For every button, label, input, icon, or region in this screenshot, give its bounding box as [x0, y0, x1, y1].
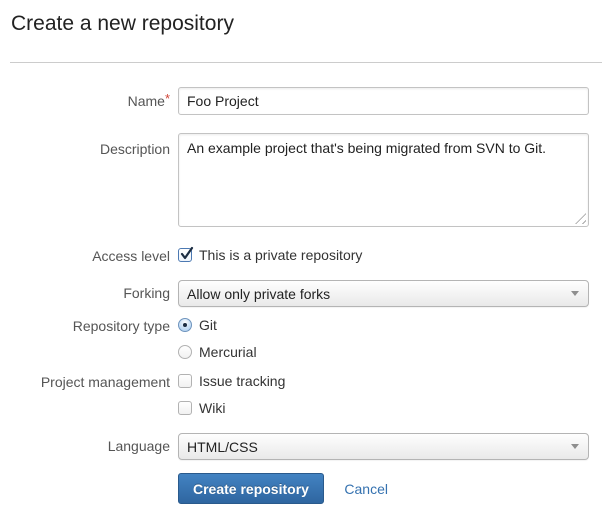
- name-input[interactable]: [178, 87, 589, 115]
- radio-dot: [183, 323, 187, 327]
- language-select[interactable]: HTML/CSS: [178, 433, 589, 460]
- name-row: Name*: [10, 87, 602, 115]
- divider: [10, 62, 602, 63]
- wiki-option[interactable]: Wiki: [178, 399, 589, 417]
- create-repository-button[interactable]: Create repository: [178, 473, 324, 504]
- mercurial-radio[interactable]: [178, 345, 192, 359]
- description-row: Description An example project that's be…: [10, 133, 602, 227]
- git-radio-label: Git: [199, 317, 217, 333]
- forking-label: Forking: [123, 285, 170, 301]
- create-repository-page: Create a new repository Name* Descriptio…: [0, 13, 612, 505]
- project-management-row: Project management Issue tracking: [10, 372, 602, 391]
- required-asterisk: *: [164, 91, 170, 106]
- private-repository-option[interactable]: This is a private repository: [178, 246, 589, 264]
- forking-select-wrap: Allow only private forks: [178, 280, 589, 307]
- description-label: Description: [99, 141, 170, 157]
- private-repository-label: This is a private repository: [199, 247, 363, 263]
- mercurial-radio-label: Mercurial: [199, 344, 257, 360]
- issue-tracking-checkbox[interactable]: [178, 374, 192, 388]
- repo-type-option-mercurial[interactable]: Mercurial: [178, 343, 589, 361]
- forking-row: Forking Allow only private forks: [10, 280, 602, 307]
- page-title: Create a new repository: [11, 12, 234, 35]
- language-select-wrap: HTML/CSS: [178, 433, 589, 460]
- access-level-label: Access level: [92, 248, 170, 264]
- forking-select[interactable]: Allow only private forks: [178, 280, 589, 307]
- language-label: Language: [107, 438, 170, 454]
- wiki-label: Wiki: [199, 400, 226, 416]
- repository-type-row: Repository type Git: [10, 316, 602, 335]
- checkmark-icon: [180, 246, 194, 260]
- name-label: Name*: [127, 91, 170, 109]
- description-textarea[interactable]: An example project that's being migrated…: [178, 133, 589, 227]
- project-management-label: Project management: [40, 374, 170, 390]
- wiki-checkbox[interactable]: [178, 401, 192, 415]
- private-repository-checkbox[interactable]: [178, 246, 194, 262]
- cancel-link[interactable]: Cancel: [344, 480, 388, 497]
- repository-type-label: Repository type: [72, 318, 170, 334]
- project-management-row-2: Wiki: [10, 399, 602, 417]
- actions-row: Create repository Cancel: [10, 473, 602, 505]
- create-repository-form: Name* Description An example project tha…: [10, 87, 602, 505]
- issue-tracking-label: Issue tracking: [199, 373, 286, 389]
- repo-type-option-git[interactable]: Git: [178, 316, 589, 334]
- git-radio[interactable]: [178, 318, 192, 332]
- issue-tracking-option[interactable]: Issue tracking: [178, 372, 589, 390]
- language-row: Language HTML/CSS: [10, 433, 602, 460]
- repository-type-row-2: Mercurial: [10, 343, 602, 361]
- access-level-row: Access level This is a private repositor…: [10, 246, 602, 265]
